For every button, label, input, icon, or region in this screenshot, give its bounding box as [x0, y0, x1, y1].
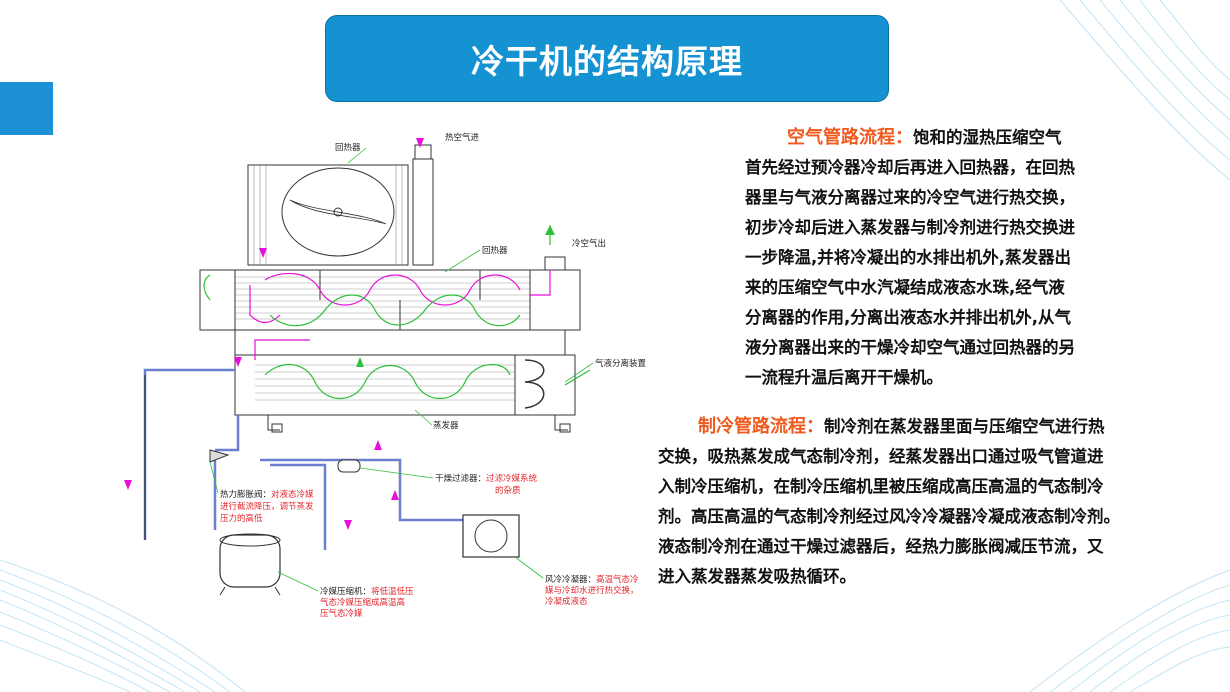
- top-heat-exchanger: [247, 164, 409, 266]
- fan-icon: [281, 167, 395, 257]
- side-accent-block: [0, 82, 53, 135]
- air-line-3: 初步冷却后进入蒸发器与制冷剂进行热交换进: [745, 218, 1075, 237]
- refrigerant-path-description: 制冷管路流程：制冷剂在蒸发器里面与压缩空气进行热 交换，吸热蒸发成气态制冷剂，经…: [658, 412, 1158, 592]
- ref-line-0: 制冷剂在蒸发器里面与压缩空气进行热: [824, 417, 1105, 436]
- label-hot-air-in: 热空气进: [445, 132, 480, 143]
- label-compressor-desc2: 气态冷媒压缩成高温高: [320, 597, 405, 608]
- ref-line-3: 剂。高压高温的气态制冷剂经过风冷冷凝器冷凝成液态制冷剂。: [658, 507, 1120, 526]
- air-line-1: 首先经过预冷器冷却后再进入回热器，在回热: [745, 158, 1075, 177]
- air-line-4: 一步降温,并将冷凝出的水排出机外,蒸发器出: [745, 248, 1072, 267]
- ref-line-4: 液态制冷剂在通过干燥过滤器后，经热力膨胀阀减压节流，又: [658, 537, 1104, 556]
- ref-line-1: 交换，吸热蒸发成气态制冷剂，经蒸发器出口通过吸气管道进: [658, 447, 1104, 466]
- label-filter-desc2: 的杂质: [495, 485, 521, 496]
- page-title: 冷干机的结构原理: [471, 41, 743, 81]
- air-line-2: 器里与气液分离器过来的冷空气进行热交换，: [745, 188, 1075, 207]
- label-expansion-valve-desc3: 压力的高低: [220, 513, 263, 524]
- label-condenser-desc3: 冷凝成液态: [545, 596, 588, 607]
- air-line-0: 饱和的湿热压缩空气: [913, 128, 1062, 147]
- ref-line-5: 进入蒸发器蒸发吸热循环。: [658, 567, 856, 586]
- label-evaporator: 蒸发器: [433, 420, 459, 431]
- evaporator-body: [234, 354, 576, 416]
- air-path-heading: 空气管路流程：: [787, 127, 913, 148]
- label-expansion-valve-desc2: 进行截流降压，调节蒸发: [220, 501, 314, 512]
- label-cold-air-out: 冷空气出: [572, 238, 606, 249]
- compressor-body: [219, 534, 281, 588]
- ref-line-2: 入制冷压缩机，在制冷压缩机里被压缩成高压高温的气态制冷: [658, 477, 1104, 496]
- label-compressor-desc3: 压气态冷媒: [320, 608, 363, 619]
- condenser-body: [462, 514, 520, 558]
- label-expansion-valve: 热力膨胀阀：对液态冷媒: [220, 489, 314, 500]
- label-compressor: 冷媒压缩机：将低温低压: [320, 586, 414, 597]
- air-line-6: 分离器的作用,分离出液态水并排出机外,从气: [745, 308, 1072, 327]
- refrigerant-path-heading: 制冷管路流程：: [698, 416, 824, 437]
- air-line-7: 液分离器出来的干燥冷却空气通过回热器的另: [745, 338, 1075, 357]
- label-separator: 气液分离装置: [595, 358, 647, 369]
- label-condenser-desc2: 媒与冷却水进行热交换，: [545, 585, 639, 596]
- label-regen-top: 回热器: [335, 142, 361, 153]
- air-path-description: 空气管路流程：饱和的湿热压缩空气 首先经过预冷器冷却后再进入回热器，在回热 器里…: [745, 123, 1115, 393]
- label-condenser: 风冷冷凝器：高温气态冷: [545, 574, 639, 585]
- air-line-8: 一流程升温后离开干燥机。: [745, 368, 943, 387]
- label-regen-mid: 回热器: [482, 245, 508, 256]
- air-line-5: 来的压缩空气中水汽凝结成液态水珠,经气液: [745, 278, 1065, 297]
- label-filter: 干燥过滤器：过滤冷媒系统: [435, 473, 538, 484]
- dryer-filter: [337, 459, 361, 473]
- refrigerated-dryer-diagram: 回热器 热空气进 回热器 冷空气出 气液分离装置 蒸发器 热力膨胀阀：对液态冷媒…: [124, 132, 647, 619]
- title-banner: 冷干机的结构原理: [325, 15, 889, 102]
